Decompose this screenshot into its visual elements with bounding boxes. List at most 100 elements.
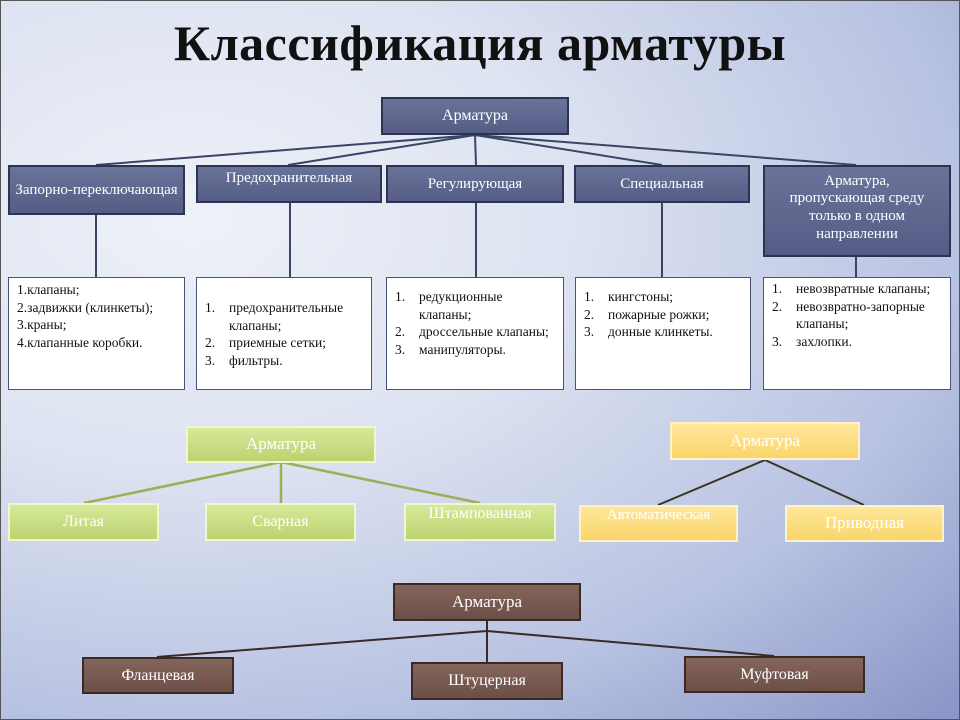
tree4-connectors bbox=[156, 621, 775, 662]
list-item: 2. пожарные рожки; bbox=[584, 306, 713, 324]
list-item: 1. кингстоны; bbox=[584, 288, 713, 306]
connector-line bbox=[83, 460, 282, 505]
list-item: 2.невозвратно-запорные клапаны; bbox=[772, 298, 944, 333]
list-item: 1. предохранительные клапаны; bbox=[205, 299, 365, 334]
list-item-text: клапаны; bbox=[27, 282, 80, 297]
list-item: 3.краны; bbox=[17, 316, 153, 334]
tree4-child: Фланцевая bbox=[82, 657, 234, 694]
list-item-number: 1. bbox=[395, 289, 406, 304]
tree2-child: Сварная bbox=[205, 503, 356, 541]
category-label: Запорно-переключающая bbox=[15, 182, 178, 198]
tree2-child-label: Сварная bbox=[252, 513, 309, 531]
list-item: 3. донные клинкеты. bbox=[584, 323, 713, 341]
category-box: Специальная bbox=[574, 165, 750, 203]
list-item-text: пожарные рожки; bbox=[608, 306, 710, 322]
list-item-text: краны; bbox=[27, 317, 67, 333]
tree4-child-label: Фланцевая bbox=[121, 666, 195, 684]
list-item-number: 3. bbox=[17, 317, 28, 333]
tree2-child-label: Штампованная bbox=[428, 505, 532, 522]
tree1-connectors bbox=[95, 134, 857, 277]
list-item-number: 2. bbox=[395, 324, 406, 340]
tree3-connectors bbox=[657, 459, 865, 506]
list-item-text: дроссельные клапаны; bbox=[419, 324, 549, 340]
list-item-text: кингстоны; bbox=[608, 289, 674, 304]
items-list: 1. предохранительные клапаны; 2. приемные с… bbox=[205, 299, 365, 369]
tree3-root-label: Арматура bbox=[729, 430, 801, 450]
list-item-number: 2. bbox=[584, 306, 595, 322]
list-item: 2. дроссельные клапаны; bbox=[395, 323, 557, 341]
list-item-number: 2. bbox=[205, 335, 216, 351]
list-item: 1. невозвратные клапаны; bbox=[772, 280, 944, 298]
list-item-number: 1. bbox=[584, 289, 595, 304]
items-list-box: 1. предохранительные клапаны; 2. приемные с… bbox=[196, 277, 372, 390]
tree1-root: Арматура bbox=[381, 97, 569, 135]
connector-line bbox=[280, 460, 481, 505]
tree4-child-label: Муфтовая bbox=[740, 665, 809, 683]
category-label: Регулирующая bbox=[427, 176, 523, 192]
category-box: Арматура, пропускающая среду только в од… bbox=[763, 165, 951, 257]
tree2-child-label: Литая bbox=[62, 513, 105, 531]
items-list-box: 1. кингстоны; 2. пожарные рожки; 3. донные кл… bbox=[575, 277, 751, 390]
list-item-number: 3. bbox=[772, 333, 783, 349]
connector-line bbox=[764, 459, 865, 506]
list-item-text: манипуляторы. bbox=[419, 341, 506, 357]
list-item-number: 3. bbox=[395, 341, 406, 357]
tree1-root-label: Арматура bbox=[442, 107, 508, 125]
list-item-text: редукционные клапаны; bbox=[419, 289, 503, 322]
list-item-text: предохранительные клапаны; bbox=[229, 300, 344, 333]
category-box: Предохранительная bbox=[196, 165, 382, 203]
tree3-child-label: Автоматическая bbox=[606, 507, 711, 523]
connector-line bbox=[474, 134, 857, 166]
tree4-root-label: Арматура bbox=[451, 591, 523, 611]
connector-line bbox=[486, 630, 775, 657]
items-list: 1. невозвратные клапаны; 2.невозвратно-зап… bbox=[772, 280, 944, 350]
list-item-text: донные клинкеты. bbox=[608, 324, 713, 340]
list-item: 4.клапанные коробки. bbox=[17, 334, 153, 352]
tree2-child: Штампованная bbox=[404, 503, 556, 541]
list-item: 1. редукционные клапаны; bbox=[395, 288, 557, 323]
connector-line bbox=[95, 134, 476, 166]
tree4-child: Муфтовая bbox=[684, 656, 865, 693]
list-item-number: 3. bbox=[584, 324, 595, 340]
items-list-box: 1. редукционные клапаны; 2. дроссельные кла… bbox=[386, 277, 564, 390]
tree3-root: Арматура bbox=[670, 422, 860, 460]
tree2-child: Литая bbox=[8, 503, 159, 541]
list-item-text: клапанные коробки. bbox=[27, 334, 143, 350]
tree4-child-label: Штуцерная bbox=[448, 672, 526, 690]
list-item-number: 1. bbox=[772, 281, 783, 296]
list-item: 1.клапаны; bbox=[17, 281, 153, 299]
items-list-box: 1. невозвратные клапаны; 2.невозвратно-зап… bbox=[763, 277, 951, 390]
tree2-root-label: Арматура bbox=[245, 434, 317, 454]
tree2-root: Арматура bbox=[186, 426, 376, 463]
connector-line bbox=[657, 459, 766, 506]
tree3-child: Приводная bbox=[785, 505, 944, 542]
connector-line bbox=[156, 630, 488, 658]
items-list-box: 1.клапаны;2.задвижки (клинкеты);3.краны;… bbox=[8, 277, 185, 390]
items-list: 1.клапаны;2.задвижки (клинкеты);3.краны;… bbox=[17, 281, 153, 351]
category-label: Предохранительная bbox=[225, 170, 353, 186]
list-item-number: 3. bbox=[205, 352, 216, 368]
list-item-text: приемные сетки; bbox=[229, 335, 326, 351]
tree4-child: Штуцерная bbox=[411, 662, 563, 700]
list-item: 3. фильтры. bbox=[205, 352, 365, 370]
tree2-connectors bbox=[83, 460, 481, 505]
list-item-number: 4. bbox=[17, 334, 28, 350]
items-list: 1. редукционные клапаны; 2. дроссельные кла… bbox=[395, 288, 557, 358]
list-item-text: захлопки. bbox=[796, 333, 852, 349]
list-item-text: невозвратно-запорные клапаны; bbox=[796, 298, 925, 332]
list-item-text: невозвратные клапаны; bbox=[796, 281, 931, 296]
connector-line bbox=[474, 134, 663, 166]
list-item-number: 1. bbox=[17, 282, 28, 297]
category-box: Регулирующая bbox=[386, 165, 564, 203]
list-item: 3. захлопки. bbox=[772, 333, 944, 351]
tree3-child: Автоматическая bbox=[579, 505, 738, 542]
connector-line bbox=[474, 134, 477, 166]
tree3-child-label: Приводная bbox=[825, 513, 904, 533]
list-item: 2.задвижки (клинкеты); bbox=[17, 299, 153, 317]
category-box: Запорно-переключающая bbox=[8, 165, 185, 215]
list-item-number: 1. bbox=[205, 300, 216, 315]
category-label: Специальная bbox=[620, 176, 704, 192]
list-item-text: фильтры. bbox=[229, 352, 283, 368]
list-item-text: задвижки (клинкеты); bbox=[27, 299, 154, 315]
